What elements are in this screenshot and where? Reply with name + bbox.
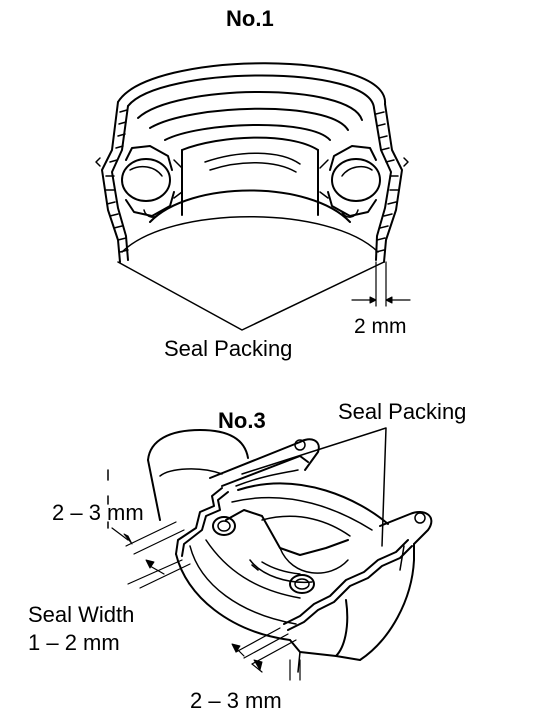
part-no1-label: No.1 <box>226 6 274 31</box>
part-no1-illustration <box>95 62 411 331</box>
gap-2mm-label: 2 mm <box>354 315 407 338</box>
seal-width-value: 1 – 2 mm <box>28 630 120 655</box>
part-no3-label: No.3 <box>218 408 266 433</box>
seal-packing-label-bottom: Seal Packing <box>338 399 467 424</box>
seal-packing-label-top: Seal Packing <box>164 336 293 361</box>
seal-width-label: Seal Width <box>28 602 135 627</box>
part-no3-illustration <box>107 427 433 681</box>
gap-2-3mm-label-bottom: 2 – 3 mm <box>190 688 282 713</box>
gap-2-3mm-label-left: 2 – 3 mm <box>52 500 144 525</box>
